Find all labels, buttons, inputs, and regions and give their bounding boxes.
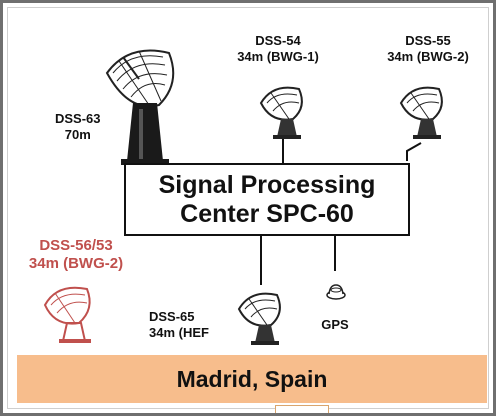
dss56-label: DSS-56/53 34m (BWG-2) <box>13 237 139 273</box>
location-bar: Madrid, Spain <box>17 355 487 403</box>
spc-title-line1: Signal Processing <box>158 170 376 199</box>
signal-processing-center-box: Signal Processing Center SPC-60 <box>124 163 410 236</box>
bottom-tab-fragment <box>275 405 329 413</box>
dss56-antenna-icon <box>43 286 91 343</box>
dss63-size: 70m <box>64 127 91 142</box>
dss65-name: DSS-65 <box>149 309 195 324</box>
gps-receiver <box>325 281 347 306</box>
dss56-size: 34m (BWG-2) <box>28 255 124 272</box>
dss63-label: DSS-63 70m <box>55 111 101 143</box>
dss55-antenna-icon <box>399 86 443 139</box>
dss65-label: DSS-65 34m (HEF <box>149 309 209 341</box>
dss55-name: DSS-55 <box>405 33 451 48</box>
spc-title-line2: Center SPC-60 <box>180 199 354 228</box>
line-dss55 <box>406 142 422 161</box>
dss55-label: DSS-55 34m (BWG-2) <box>373 33 483 65</box>
inner-border <box>7 7 489 409</box>
dss56-name: DSS-56/53 <box>39 237 113 254</box>
dss55-size: 34m (BWG-2) <box>387 49 469 64</box>
dss54-antenna-icon <box>259 86 303 139</box>
dss65-antenna-icon <box>237 292 281 345</box>
gps-label: GPS <box>321 317 349 332</box>
location-label: Madrid, Spain <box>176 365 328 392</box>
dss54-name: DSS-54 <box>255 33 301 48</box>
gps-antenna-icon <box>326 284 346 300</box>
dss63-name: DSS-63 <box>55 111 101 126</box>
dss65-size: 34m (HEF <box>149 325 209 340</box>
dss63-antenna-icon <box>105 49 175 165</box>
dss54-size: 34m (BWG-1) <box>237 49 319 64</box>
dss54-label: DSS-54 34m (BWG-1) <box>223 33 333 65</box>
